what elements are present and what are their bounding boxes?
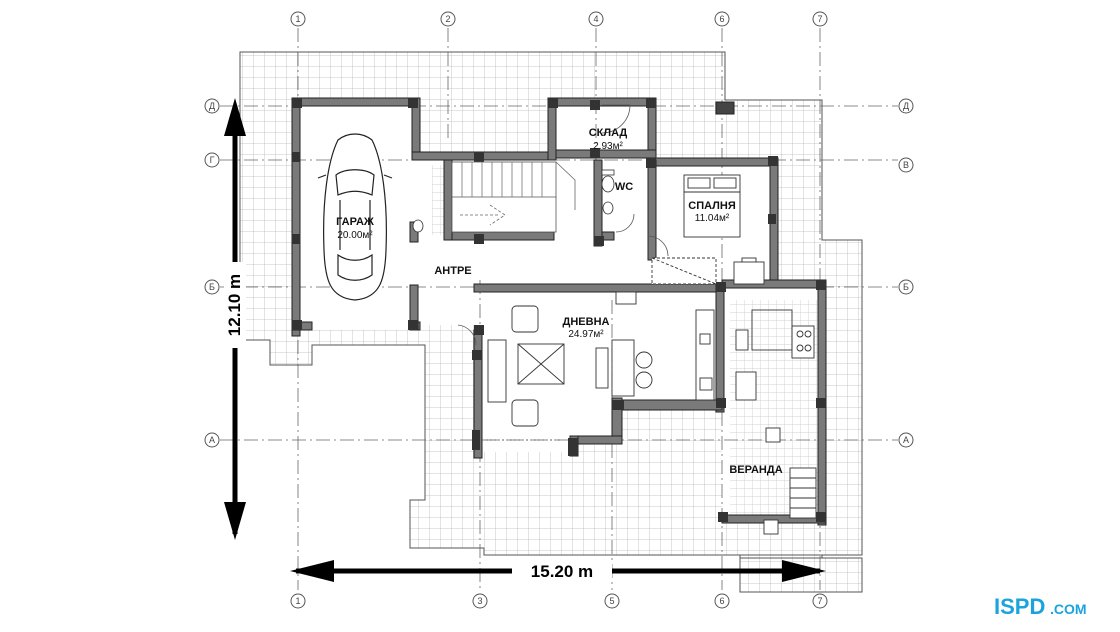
veranda-label: ВЕРАНДА xyxy=(729,464,782,476)
height-dimension-label: 12.10 m xyxy=(225,274,244,336)
svg-text:4: 4 xyxy=(593,14,598,24)
axis-bubbles-bottom: 1 3 5 6 7 xyxy=(290,593,828,609)
svg-text:Д: Д xyxy=(209,101,215,111)
axis-bubble-left-A: А xyxy=(204,432,220,448)
axis-bubble-top-6: 6 xyxy=(714,11,730,27)
svg-text:Б: Б xyxy=(209,282,215,292)
width-dimension: 15.20 m xyxy=(290,560,826,582)
storage-label: СКЛАД xyxy=(589,127,628,139)
axis-bubble-top-4: 4 xyxy=(588,11,604,27)
bedroom-area: 11.04м² xyxy=(695,213,730,224)
living-area: 24.97м² xyxy=(568,329,604,340)
axis-bubble-left-D: Д xyxy=(204,98,220,114)
svg-text:1: 1 xyxy=(295,14,300,24)
svg-text:1: 1 xyxy=(295,596,300,606)
veranda-furniture-icon xyxy=(763,427,817,535)
storage-area: 2.93м² xyxy=(593,141,623,152)
garage-area: 20.00м² xyxy=(337,230,373,241)
sofa-set-icon xyxy=(487,291,653,427)
axis-bubble-left-B: Б xyxy=(204,279,220,295)
car-icon xyxy=(317,133,393,301)
axis-bubble-left-G: Г xyxy=(204,152,220,168)
svg-text:А: А xyxy=(209,435,215,445)
axis-bubble-bottom-5: 5 xyxy=(604,593,620,609)
bed-icon xyxy=(651,174,765,285)
logo-domain-text: .COM xyxy=(1050,601,1087,617)
ispd-logo: ISPD .COM xyxy=(992,590,1104,622)
room-labels: ГАРАЖ 20.00м² СКЛАД 2.93м² WC СПАЛНЯ 11.… xyxy=(336,127,783,476)
ispd-logo-graphic: ISPD .COM xyxy=(992,590,1104,622)
kitchen-counter-icon xyxy=(695,309,815,401)
axis-bubble-right-V: В xyxy=(898,157,914,173)
axis-bubble-bottom-6: 6 xyxy=(714,593,730,609)
axis-bubble-top-7: 7 xyxy=(812,11,828,27)
width-dimension-label: 15.20 m xyxy=(531,562,593,581)
svg-text:3: 3 xyxy=(477,596,482,606)
axis-bubble-right-B: Б xyxy=(898,279,914,295)
axis-bubble-top-2: 2 xyxy=(440,11,456,27)
axis-bubble-bottom-1: 1 xyxy=(290,593,306,609)
axis-bubble-bottom-7: 7 xyxy=(812,593,828,609)
axis-bubble-bottom-3: 3 xyxy=(472,593,488,609)
svg-text:Д: Д xyxy=(903,101,909,111)
axis-bubble-right-D: Д xyxy=(898,98,914,114)
axis-bubbles-left: Д Г Б А xyxy=(204,98,220,448)
axis-bubbles-top: 1 2 4 6 7 xyxy=(290,11,828,27)
svg-text:2: 2 xyxy=(445,14,450,24)
columns xyxy=(292,98,826,522)
svg-text:5: 5 xyxy=(609,596,614,606)
bedroom-label: СПАЛНЯ xyxy=(688,200,736,212)
living-label: ДНЕВНА xyxy=(563,316,610,328)
hall-label: АНТРЕ xyxy=(434,265,471,277)
logo-main-text: ISPD xyxy=(994,594,1045,619)
svg-text:7: 7 xyxy=(817,596,822,606)
height-dimension: 12.10 m xyxy=(224,98,246,540)
svg-text:7: 7 xyxy=(817,14,822,24)
svg-text:Г: Г xyxy=(210,155,215,165)
svg-text:В: В xyxy=(903,160,909,170)
svg-text:6: 6 xyxy=(719,14,724,24)
axis-bubbles-right: Д В Б А xyxy=(898,98,914,448)
svg-text:А: А xyxy=(903,435,909,445)
wc-label: WC xyxy=(615,181,633,193)
svg-text:Б: Б xyxy=(903,282,909,292)
axis-bubble-right-A: А xyxy=(898,432,914,448)
toilet-icon xyxy=(412,169,615,233)
svg-text:6: 6 xyxy=(719,596,724,606)
staircase xyxy=(451,161,576,233)
axis-bubble-top-1: 1 xyxy=(290,11,306,27)
garage-label: ГАРАЖ xyxy=(336,216,374,228)
door-swings xyxy=(457,104,669,441)
